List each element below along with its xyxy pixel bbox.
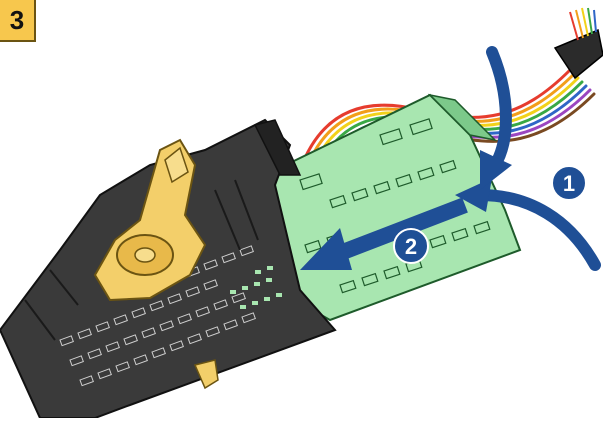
cable-sleeve	[555, 30, 603, 78]
callout-1: 1	[552, 166, 586, 200]
lever-hub-center	[135, 248, 155, 262]
callout-1-label: 1	[563, 171, 575, 196]
callout-2-label: 2	[405, 234, 417, 259]
housing-latch-post	[195, 360, 218, 388]
arrow-press-shaft	[492, 52, 506, 165]
step-number-label: 3	[10, 5, 24, 36]
step-number-badge: 3	[0, 0, 36, 42]
callout-2: 2	[394, 229, 428, 263]
